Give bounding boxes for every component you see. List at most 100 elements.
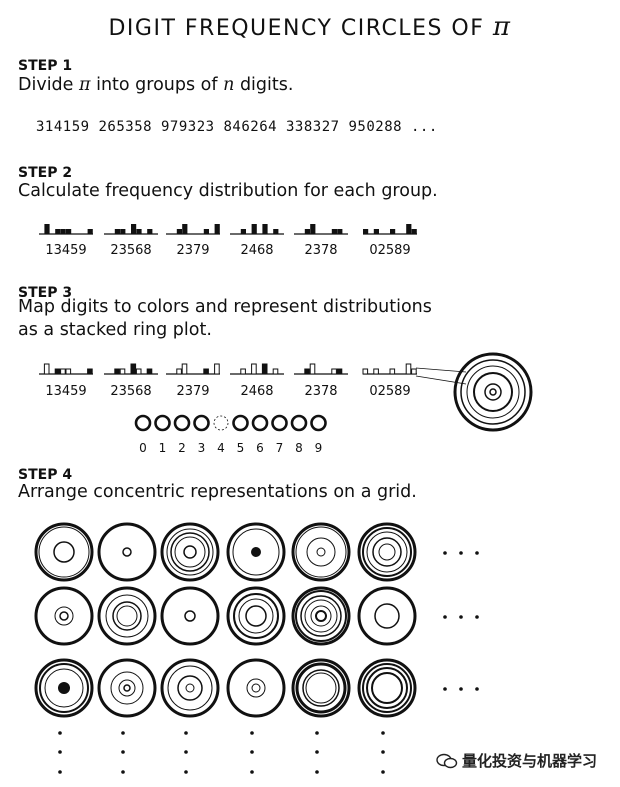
stacked-bar <box>405 363 412 375</box>
stacked-bar <box>60 368 66 375</box>
histogram-bar <box>304 229 310 234</box>
grid-ring-circle <box>315 610 327 622</box>
stacked-bar <box>214 363 220 375</box>
stacked-bar <box>65 368 72 375</box>
grid-ring-circle <box>305 672 337 704</box>
stacked-bar <box>135 368 142 375</box>
digit-color-swatch <box>193 414 210 432</box>
row-ellipsis-dot <box>443 551 447 555</box>
grid-ring-circle <box>34 586 94 646</box>
stacked-bar <box>304 368 310 375</box>
grid-ring-circle <box>160 522 220 582</box>
group-label: 13459 <box>45 243 86 258</box>
grid-ring-circle <box>110 671 144 705</box>
grid-ring-circle <box>54 606 74 626</box>
stacked-bar <box>119 368 126 375</box>
group-label: 2379 <box>176 384 209 399</box>
grid-ring-circle <box>160 586 220 646</box>
grid-ring-circle <box>304 599 338 633</box>
group-label: 2468 <box>240 384 273 399</box>
stacked-bar <box>130 363 137 375</box>
watermark-text: 量化投资与机器学习 <box>462 752 598 770</box>
histogram-bar <box>363 229 369 234</box>
histogram-bar <box>251 224 257 234</box>
step-3-description: Map digits to colors and represent distr… <box>18 297 432 340</box>
histogram-bar <box>60 229 66 234</box>
grid-ring-circle <box>357 586 417 646</box>
histogram-bar <box>262 224 268 234</box>
digit-color-label: 1 <box>159 441 167 455</box>
grid-ring-circle <box>116 605 138 627</box>
step-4-description: Arrange concentric representations on a … <box>18 482 417 502</box>
stacked-bar <box>336 368 343 375</box>
histogram-bar <box>55 229 61 234</box>
stacked-bar <box>114 368 120 375</box>
step-1-label: STEP 1 <box>18 58 73 74</box>
column-ellipsis-dot <box>250 731 254 735</box>
grid-ring-circle <box>366 667 408 709</box>
grid-ring-circle <box>291 522 351 582</box>
step-4-label: STEP 4 <box>18 467 73 483</box>
grid-ring-circle <box>238 598 274 634</box>
histogram-bar <box>337 229 343 234</box>
grid-ring-circle <box>34 522 94 582</box>
histogram-bar <box>310 224 316 234</box>
stacked-bar <box>261 363 268 375</box>
histogram-bar <box>136 229 142 234</box>
page-title: DIGIT FREQUENCY CIRCLES OF π <box>108 12 512 42</box>
wechat-icon <box>436 753 458 768</box>
column-ellipsis-dot <box>184 750 188 754</box>
digit-color-swatch <box>232 414 249 432</box>
digit-color-swatch <box>271 414 288 432</box>
digit-color-label: 6 <box>256 441 264 455</box>
grid-ring-circle <box>310 605 332 627</box>
stacked-bar <box>362 368 369 375</box>
grid-ring-circle <box>366 531 408 573</box>
grid-ring-circle <box>97 658 157 718</box>
histogram-bar <box>147 229 153 234</box>
row-ellipsis-dot <box>475 551 479 555</box>
histogram-bar <box>66 229 72 234</box>
group-label: 23568 <box>110 384 151 399</box>
grid-ring-circle <box>362 663 412 713</box>
column-ellipsis-dot <box>184 770 188 774</box>
grid-ring-circle <box>166 528 214 576</box>
group-label: 02589 <box>369 384 410 399</box>
grid-ring-circle <box>226 522 286 582</box>
histogram-bar <box>214 224 220 234</box>
grid-ring-circle <box>123 684 131 692</box>
grid-ring-circle <box>59 611 69 621</box>
row-ellipsis-dot <box>443 687 447 691</box>
grid-ring-circle <box>58 682 70 694</box>
group-label: 13459 <box>45 384 86 399</box>
grid-ring-circle <box>177 675 203 701</box>
group-label: 2378 <box>304 243 337 258</box>
histogram-bar <box>131 224 137 234</box>
digit-color-label: 9 <box>315 441 323 455</box>
step-2-description: Calculate frequency distribution for eac… <box>18 181 438 201</box>
grid-ring-circle <box>185 683 195 693</box>
grid-ring-circle <box>97 522 157 582</box>
column-ellipsis-dot <box>381 770 385 774</box>
column-ellipsis-dot <box>381 731 385 735</box>
grid-ring-circle <box>291 586 351 646</box>
stacked-bar <box>43 363 50 375</box>
grid-ring-circle <box>97 586 157 646</box>
grid-ring-circle <box>246 678 266 698</box>
grid-ring-circle <box>160 658 220 718</box>
row-ellipsis-dot <box>475 615 479 619</box>
column-ellipsis-dot <box>58 770 62 774</box>
stacked-bar <box>389 368 396 375</box>
grid-ring-circle <box>295 526 347 578</box>
grid-ring-circle <box>316 547 326 557</box>
stacked-bar <box>373 368 379 375</box>
ring-plot-circle <box>473 372 513 412</box>
histogram-bar <box>373 229 379 234</box>
column-ellipsis-dot <box>315 750 319 754</box>
connector-line <box>415 367 467 373</box>
digit-color-swatch <box>251 414 269 432</box>
digit-color-swatch <box>134 414 152 432</box>
column-ellipsis-dot <box>250 750 254 754</box>
grid-ring-circle <box>122 547 132 557</box>
step-3-label: STEP 3 <box>18 285 73 301</box>
